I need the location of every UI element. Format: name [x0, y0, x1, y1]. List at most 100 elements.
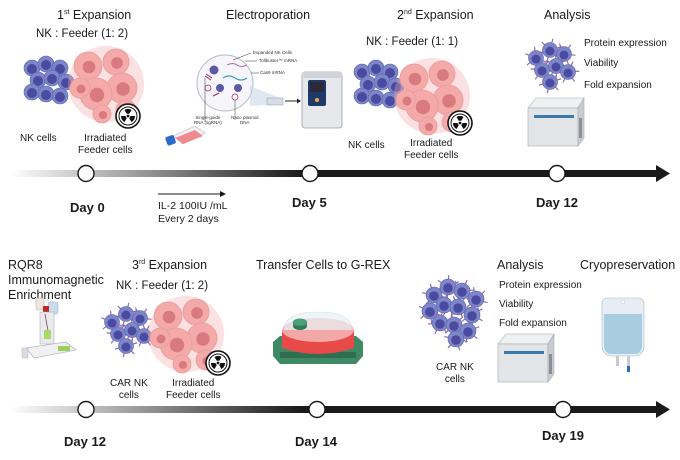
analysis-item-2: Viability	[499, 299, 534, 310]
analysis-item-1: Protein expression	[499, 280, 582, 291]
feeder-nucleus	[402, 96, 412, 106]
car-receptor	[117, 305, 122, 310]
nk-nucleus	[41, 90, 51, 100]
nk-nucleus	[385, 96, 395, 106]
analysis-item-3: Fold expansion	[584, 80, 652, 91]
car-nk-nucleus	[113, 330, 123, 340]
nk-nucleus	[391, 82, 401, 92]
car-receptor	[101, 317, 106, 320]
car-nk-cluster-expansion3	[101, 302, 156, 358]
car-receptor	[146, 325, 150, 330]
car-receptor	[483, 300, 488, 304]
car-receptor	[143, 308, 148, 313]
radiation-blade	[129, 116, 135, 123]
car-receptor	[464, 279, 468, 285]
car-receptor	[121, 324, 126, 328]
car-receptor	[430, 318, 433, 323]
car-receptor	[475, 326, 480, 329]
car-receptor	[571, 77, 575, 82]
car-nk-nucleus	[139, 332, 149, 342]
expansion2-title: 2nd Expansion	[397, 8, 474, 22]
car-nk-nucleus	[127, 326, 137, 336]
car-receptor	[422, 292, 427, 295]
car-receptor	[450, 313, 453, 318]
car-receptor	[118, 324, 123, 327]
flow-cytometer-icon	[527, 96, 585, 147]
car-receptor	[466, 303, 471, 308]
immunomagnetic-separator-icon	[21, 297, 77, 359]
feeder-nucleus	[408, 72, 422, 86]
sgrna-strand	[212, 92, 220, 97]
grex-vessel-icon	[273, 311, 363, 364]
car-receptor	[472, 287, 475, 292]
car-receptor	[463, 340, 468, 343]
car-receptor	[134, 307, 138, 312]
car-receptor	[567, 44, 572, 49]
expansion3-title: 3rd Expansion	[132, 258, 208, 272]
car-receptor	[444, 335, 449, 338]
feeder-nucleus	[169, 337, 185, 353]
callout-tollbuster: Tollbuster™ mRNA	[259, 58, 298, 63]
analysis-item-2: Viability	[584, 58, 619, 69]
car-nk-nucleus	[429, 291, 439, 301]
day-label: Day 19	[542, 428, 584, 443]
car-nk-nucleus	[471, 295, 481, 305]
car-nk-nucleus	[467, 311, 477, 321]
nk-cell-cluster-1	[23, 55, 75, 105]
radiation-blade	[211, 363, 217, 370]
analysis-item-3: Fold expansion	[499, 318, 567, 329]
analysis-title-2: Analysis	[497, 258, 544, 272]
nk-nucleus	[377, 78, 387, 88]
radiation-blade	[219, 363, 225, 370]
car-nk-nucleus	[107, 318, 117, 328]
day-label: Day 5	[292, 195, 327, 210]
car-nk-nucleus	[135, 314, 145, 324]
car-receptor	[109, 310, 112, 315]
day-label: Day 12	[64, 434, 106, 449]
car-receptor	[447, 344, 452, 349]
cell-dish-circle	[196, 54, 254, 112]
feeder-nucleus	[156, 334, 166, 344]
car-receptor	[452, 295, 456, 300]
car-nk-nucleus	[463, 327, 473, 337]
car-receptor	[546, 89, 549, 94]
nk-nucleus	[55, 92, 65, 102]
car-receptor	[566, 60, 570, 65]
nk-cell-cluster-2	[353, 59, 405, 109]
car-receptor	[133, 342, 138, 345]
car-receptor	[121, 324, 126, 329]
radiation-blade	[461, 123, 467, 130]
nk-nucleus	[371, 94, 381, 104]
analysis-title-1: Analysis	[544, 8, 591, 22]
car-nk-nucleus	[449, 321, 459, 331]
car-nk-cluster-large	[418, 274, 488, 351]
nk-cell-icon	[209, 65, 219, 75]
radiation-blade	[124, 109, 132, 114]
car-nk-nucleus	[435, 319, 445, 329]
radiation-icon	[115, 103, 141, 129]
electroporator-device-icon	[301, 71, 343, 129]
car-receptor	[546, 57, 549, 62]
car-receptor	[127, 302, 130, 307]
callout-cas9: Cas9 mRNA	[260, 70, 286, 75]
nk-nucleus	[27, 88, 37, 98]
feeder-nucleus	[116, 82, 130, 96]
car-receptor	[534, 75, 539, 80]
cas9-mrna-strand	[222, 75, 248, 81]
car-receptor	[122, 321, 125, 326]
car-receptor	[429, 283, 433, 288]
expansion1-title: 1st Expansion	[57, 8, 132, 22]
nk-cells-label-1: NK cells	[20, 133, 57, 144]
car-receptor	[542, 60, 547, 63]
feeder-nucleus	[415, 99, 431, 115]
car-nk-nucleus	[563, 68, 573, 78]
expansion2-ratio: NK : Feeder (1: 1)	[366, 36, 459, 48]
car-nk-nucleus	[439, 301, 449, 311]
feeder-nucleus	[178, 360, 188, 370]
car-receptor	[454, 281, 460, 284]
analysis-item-1: Protein expression	[584, 38, 667, 49]
